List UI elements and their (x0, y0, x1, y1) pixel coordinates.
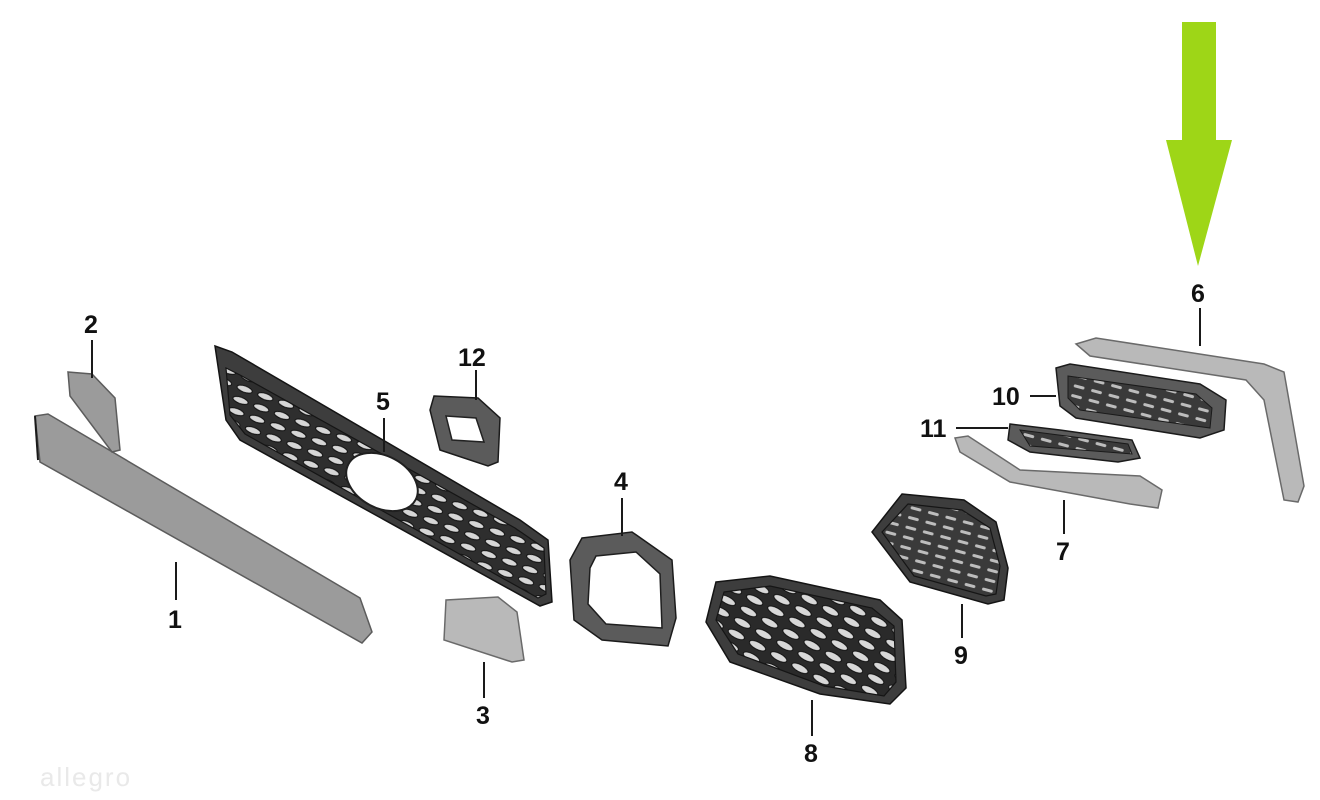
part-4-frame (569, 531, 677, 647)
part-12-bracket (429, 395, 501, 467)
callout-labels: 1 2 3 4 5 6 7 8 9 10 11 12 (84, 280, 1205, 768)
callout-12: 12 (458, 344, 486, 372)
leader-lines (91, 308, 1201, 736)
callout-2: 2 (84, 311, 98, 339)
callout-7: 7 (1056, 538, 1070, 566)
part-7-bar-trim (953, 435, 1163, 509)
callout-9: 9 (954, 642, 968, 670)
part-11-grille-insert (1007, 423, 1142, 463)
part-5-center-grille (214, 344, 553, 607)
callout-3: 3 (476, 702, 490, 730)
callout-4: 4 (614, 468, 628, 496)
part-3-right-cap (443, 596, 525, 663)
watermark-text: allegro (40, 762, 132, 792)
part-10-lamp-housing (1055, 363, 1227, 439)
callout-11: 11 (920, 415, 947, 443)
callout-5: 5 (376, 388, 390, 416)
part-9-upper-mesh-grille (871, 493, 1009, 605)
callout-8: 8 (804, 740, 818, 768)
part-1-lower-trim-strip (34, 413, 373, 644)
part-8-lower-mesh-grille (705, 575, 907, 705)
highlight-arrow (1166, 22, 1232, 266)
callout-10: 10 (992, 383, 1020, 411)
callout-1: 1 (168, 606, 182, 634)
part-6-long-trim-strip (1074, 337, 1305, 503)
callout-6: 6 (1191, 280, 1205, 308)
